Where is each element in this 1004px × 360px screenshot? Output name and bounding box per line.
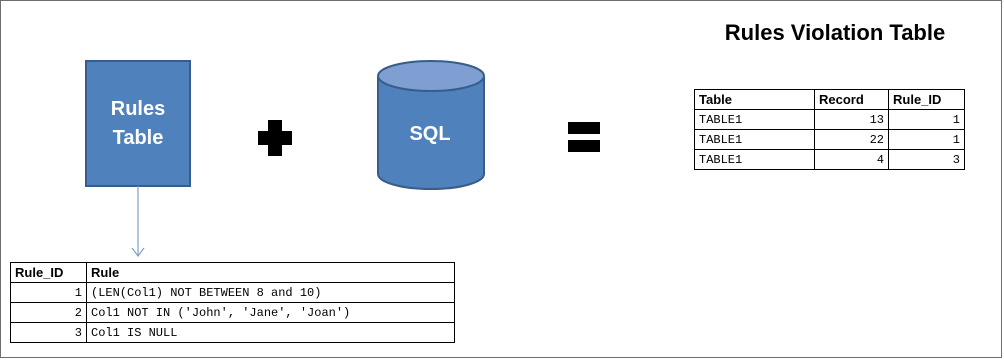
rules-table-box-label: Rules Table [110, 97, 166, 149]
rules-table-box: Rules Table [85, 60, 191, 187]
table-header-row: Table Record Rule_ID [694, 89, 965, 110]
violation-table-title: Rules Violation Table [724, 20, 946, 45]
down-arrow-icon [131, 186, 145, 257]
table-cell: TABLE1 [694, 129, 815, 150]
table-cell: Col1 IS NULL [86, 322, 455, 343]
table-row: 3 Col1 IS NULL [10, 322, 455, 343]
rules-table: Rule_ID Rule 1 (LEN(Col1) NOT BETWEEN 8 … [10, 262, 455, 343]
column-header: Rule_ID [888, 89, 965, 110]
column-header: Record [814, 89, 889, 110]
table-row: TABLE1 22 1 [694, 129, 965, 150]
table-cell: 2 [10, 302, 87, 323]
table-cell: TABLE1 [694, 109, 815, 130]
table-row: 1 (LEN(Col1) NOT BETWEEN 8 and 10) [10, 282, 455, 303]
column-header: Rule_ID [10, 262, 87, 283]
table-cell: 4 [814, 149, 889, 170]
table-header-row: Rule_ID Rule [10, 262, 455, 283]
sql-cylinder-icon [377, 60, 485, 190]
table-cell: Col1 NOT IN ('John', 'Jane', 'Joan') [86, 302, 455, 323]
equals-sign-icon [568, 122, 600, 152]
table-cell: 22 [814, 129, 889, 150]
table-row: TABLE1 4 3 [694, 149, 965, 170]
table-cell: (LEN(Col1) NOT BETWEEN 8 and 10) [86, 282, 455, 303]
table-cell: 3 [10, 322, 87, 343]
column-header: Table [694, 89, 815, 110]
table-cell: 1 [888, 129, 965, 150]
table-cell: 3 [888, 149, 965, 170]
table-cell: TABLE1 [694, 149, 815, 170]
violation-table: Table Record Rule_ID TABLE1 13 1 TABLE1 … [694, 89, 965, 170]
sql-cylinder-label: SQL [409, 123, 451, 145]
plus-sign-icon [258, 120, 292, 156]
table-row: TABLE1 13 1 [694, 109, 965, 130]
table-row: 2 Col1 NOT IN ('John', 'Jane', 'Joan') [10, 302, 455, 323]
column-header: Rule [86, 262, 455, 283]
table-cell: 13 [814, 109, 889, 130]
table-cell: 1 [888, 109, 965, 130]
table-cell: 1 [10, 282, 87, 303]
